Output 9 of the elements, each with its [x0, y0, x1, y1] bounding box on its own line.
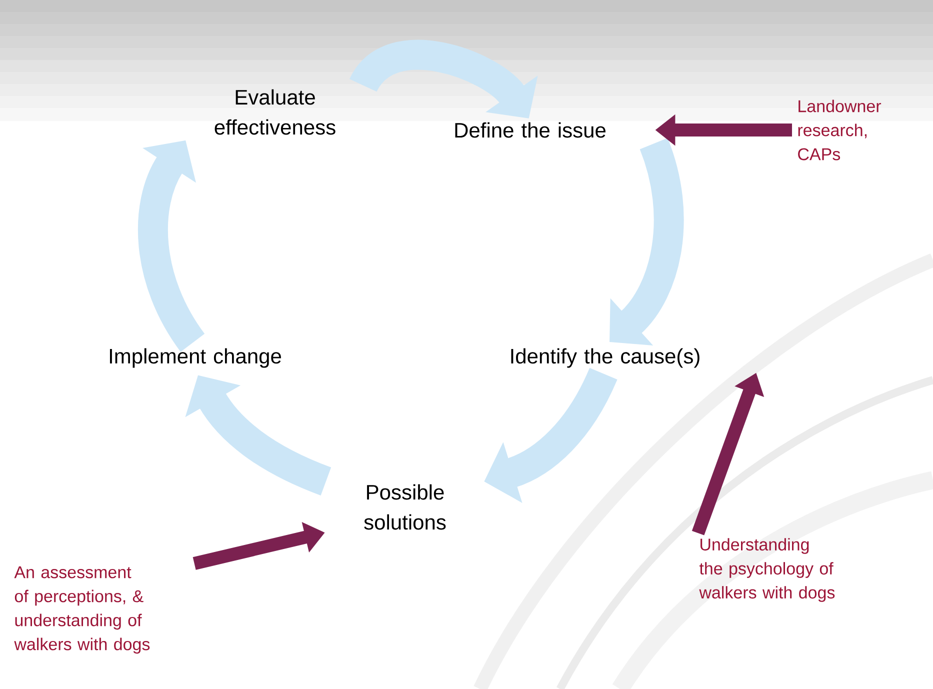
step-label: Identify the cause(s) [511, 348, 700, 368]
step-label: Possible solutions [364, 484, 446, 530]
step-label: Implement change [110, 348, 281, 368]
step-label: Evaluate effectiveness [214, 89, 336, 135]
input-note: Understanding the psychology of walkers with dogs [699, 538, 835, 602]
cycle-arrow [610, 138, 684, 346]
step-label: Define the issue [455, 122, 606, 138]
input-note: Landowner research, CAPs [798, 100, 882, 160]
input-note: An assessment of perceptions, & understanding of walkers with dogs [14, 566, 150, 654]
